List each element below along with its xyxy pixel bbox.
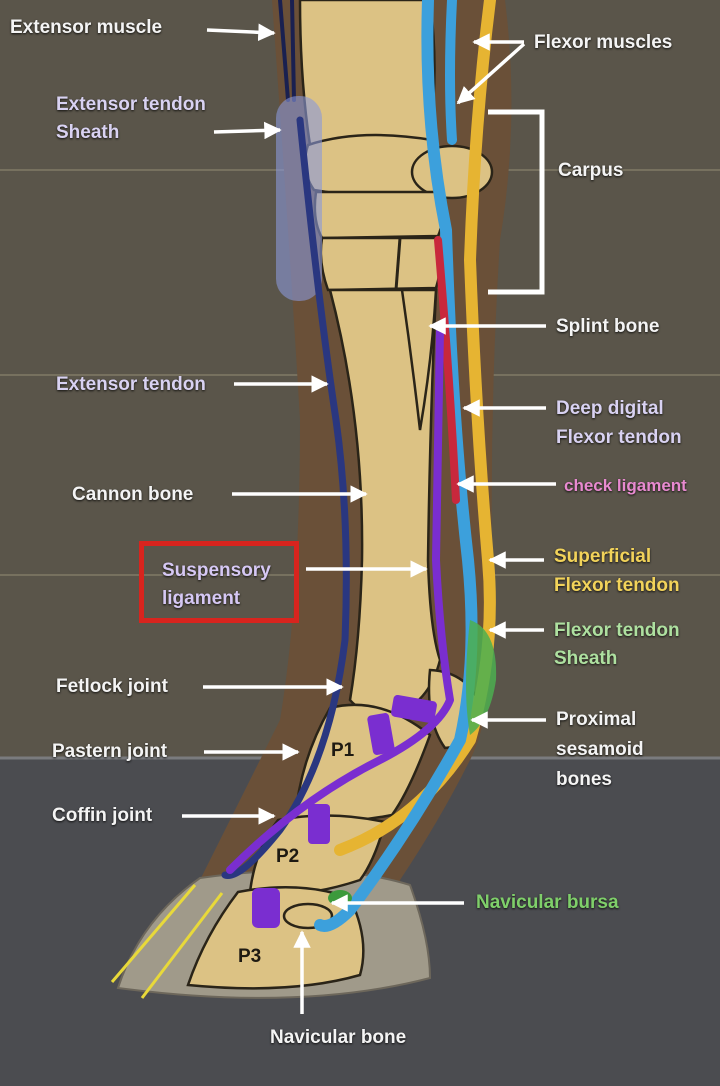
sesamoid-purple-mark-1 <box>391 694 437 724</box>
label-extensor-tendon: Extensor tendon <box>56 374 206 395</box>
label-p1: P1 <box>331 740 355 761</box>
label-p2: P2 <box>276 846 300 867</box>
deep-digital-flexor-line <box>314 0 478 932</box>
label-coffin-joint: Coffin joint <box>52 805 153 826</box>
label-flexor-muscles: Flexor muscles <box>534 32 673 53</box>
label-fetlock-joint: Fetlock joint <box>56 676 168 697</box>
label-extensor-tendon-sheath-line1: Extensor tendon <box>56 94 206 115</box>
label-p3: P3 <box>238 946 262 967</box>
arrow-flexor-muscles-2 <box>456 42 526 105</box>
check-ligament-line <box>434 236 460 504</box>
label-pastern-joint: Pastern joint <box>52 741 168 762</box>
flexor-muscle-line-2 <box>445 0 457 145</box>
carpus-bracket <box>488 109 545 295</box>
flexor-sheath-shape <box>466 620 497 735</box>
suspensory-ligament-line <box>226 326 454 874</box>
label-proximal-sesamoid-line1: Proximal <box>556 709 637 730</box>
carpus-lower-row <box>313 190 443 240</box>
arrow-extensor-sheath <box>213 121 282 140</box>
label-cannon-bone: Cannon bone <box>72 484 194 505</box>
soft-tissues <box>221 0 497 932</box>
label-suspensory-line1: Suspensory <box>162 560 271 581</box>
extensor-muscle-lines <box>278 0 296 102</box>
coffin-purple-mark <box>308 804 330 844</box>
sesamoid-purple-mark-2 <box>367 713 395 755</box>
label-deep-digital-line1: Deep digital <box>556 398 664 419</box>
label-navicular-bone: Navicular bone <box>270 1027 407 1048</box>
suspensory-highlight-box <box>139 541 299 623</box>
label-flexor-sheath-line2: Sheath <box>554 648 618 669</box>
label-splint-bone: Splint bone <box>556 316 660 337</box>
pointer-arrows <box>182 23 556 1014</box>
hoof-wall-line-1 <box>110 884 197 983</box>
p2-bone <box>248 814 387 896</box>
label-superficial-line2: Flexor tendon <box>554 575 680 596</box>
label-navicular-bursa: Navicular bursa <box>476 892 619 913</box>
label-proximal-sesamoid-line2: sesamoid <box>556 739 644 760</box>
label-superficial-line1: Superficial <box>554 546 652 567</box>
arrow-extensor-muscle <box>206 23 276 42</box>
label-proximal-sesamoid-line3: bones <box>556 769 612 790</box>
label-suspensory-line2: ligament <box>162 588 241 609</box>
label-carpus: Carpus <box>558 160 624 181</box>
label-extensor-muscle: Extensor muscle <box>10 17 163 38</box>
label-extensor-tendon-sheath-line2: Sheath <box>56 122 120 143</box>
label-flexor-sheath-line1: Flexor tendon <box>554 620 680 641</box>
label-deep-digital-line2: Flexor tendon <box>556 427 682 448</box>
p3-purple-mark <box>252 888 280 928</box>
label-check-ligament: check ligament <box>564 476 687 495</box>
hoof-wall-line-2 <box>140 892 224 999</box>
carpus-bottom-row <box>319 236 442 292</box>
